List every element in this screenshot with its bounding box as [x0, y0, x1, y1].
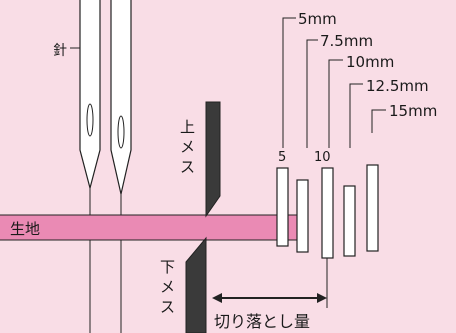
upper-knife-label-3: ス: [180, 158, 195, 176]
gauge-size-2: 7.5mm: [320, 32, 373, 50]
gauge-bar-15mm: [366, 164, 379, 252]
gauge-bar-5mm: [276, 167, 289, 247]
scale-5: 5: [278, 150, 286, 165]
lower-knife-label-3: ス: [160, 298, 175, 316]
gauge-bar-12_5mm: [343, 185, 356, 257]
cut-amount-arrow: [212, 293, 327, 303]
gauge-bar-7_5mm: [296, 179, 309, 253]
fabric-label: 生地: [10, 220, 40, 238]
gauge-bars: [276, 164, 379, 259]
cut-amount-label: 切り落とし量: [214, 312, 310, 331]
needle-label: 針: [53, 43, 67, 59]
lower-knife-label-1: 下: [160, 258, 175, 276]
fabric-strip: [0, 215, 298, 240]
gauge-bar-10mm: [321, 167, 334, 259]
gauge-size-4: 12.5mm: [366, 77, 429, 95]
upper-knife: [205, 101, 221, 218]
needle-right: [110, 0, 132, 195]
upper-knife-label-2: メ: [180, 138, 195, 156]
needle-left: [79, 0, 101, 191]
gauge-size-3: 10mm: [346, 53, 394, 71]
gauge-size-5: 15mm: [389, 102, 437, 120]
upper-knife-label-1: 上: [180, 118, 195, 136]
lower-knife: [185, 236, 207, 333]
lower-knife-label-2: メ: [160, 278, 175, 296]
gauge-size-1: 5mm: [298, 10, 337, 28]
scale-10: 10: [314, 150, 331, 165]
gauge-leaders: [282, 17, 386, 148]
